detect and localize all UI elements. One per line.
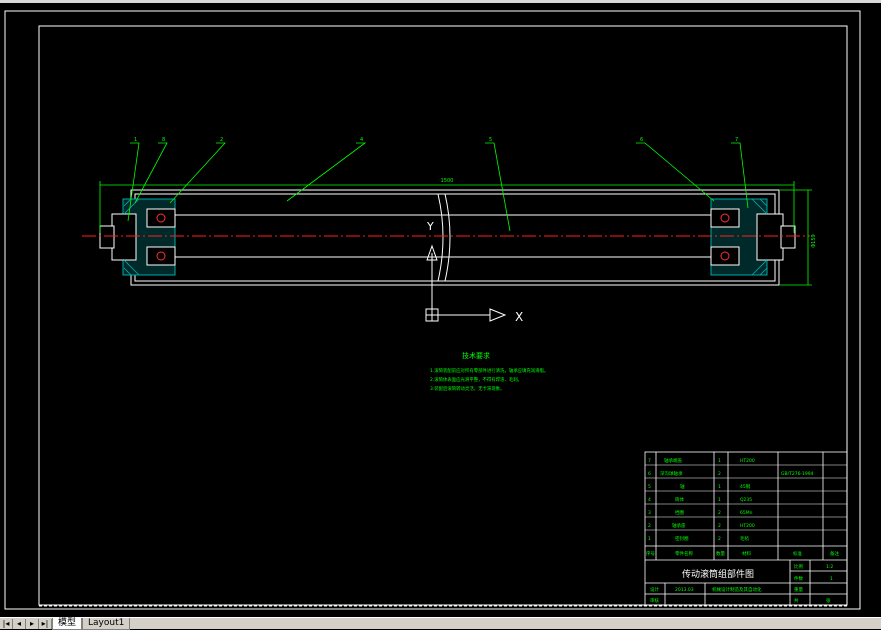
part-name: 筒体 xyxy=(675,496,684,503)
part-material: HT200 xyxy=(740,523,755,529)
part-qty: 1 xyxy=(718,484,721,490)
tab-layout1[interactable]: Layout1 xyxy=(82,617,131,630)
last-tab-button[interactable]: ▸| xyxy=(39,618,52,629)
part-material: 45钢 xyxy=(740,483,751,490)
part-name: 轴承端盖 xyxy=(664,457,682,464)
count-label: 件数 xyxy=(794,575,803,582)
notes-title: 技术要求 xyxy=(462,351,490,360)
header-note: 备注 xyxy=(830,550,839,557)
scale-value: 1:2 xyxy=(826,564,833,570)
prev-tab-button[interactable]: ◂ xyxy=(13,618,26,629)
part-no: 4 xyxy=(648,497,651,503)
part-name: 轴承座 xyxy=(672,522,686,529)
part-material: Q235 xyxy=(740,497,752,503)
header-std: 标准 xyxy=(793,550,802,557)
count-value: 1 xyxy=(830,576,833,582)
balloon-2: 2 xyxy=(220,137,223,143)
next-tab-button[interactable]: ▸ xyxy=(26,618,39,629)
weight-label: 重量 xyxy=(794,586,803,593)
drawing-canvas[interactable]: 1500 Φ159 1 8 2 4 5 6 7 Y X 技术要求 1.滚筒装配前… xyxy=(0,3,881,617)
check-label: 审核 xyxy=(650,597,659,604)
length-dimension-text: 1500 xyxy=(441,178,454,184)
part-qty: 1 xyxy=(718,458,721,464)
balloon-8: 8 xyxy=(162,137,165,143)
header-qty: 数量 xyxy=(716,550,725,557)
roller-assembly xyxy=(99,189,796,286)
window-top-strip xyxy=(0,0,881,3)
sheet-label: 共 xyxy=(794,597,799,604)
header-name: 零件名称 xyxy=(675,550,693,557)
leader-lines xyxy=(127,142,749,232)
balloon-4: 4 xyxy=(360,137,363,143)
balloon-5: 5 xyxy=(489,137,492,143)
part-qty: 1 xyxy=(718,497,721,503)
ucs-icon xyxy=(425,244,507,322)
sheet-value: 张 xyxy=(826,597,831,604)
part-qty: 2 xyxy=(718,471,721,477)
paper-border xyxy=(4,10,861,610)
part-qty: 2 xyxy=(718,510,721,516)
part-qty: 2 xyxy=(718,523,721,529)
balloon-7: 7 xyxy=(735,137,738,143)
note-1: 1.滚筒装配前应对所有零部件进行清洗，轴承应填充润滑脂。 xyxy=(430,367,548,374)
part-name: 深沟球轴承 xyxy=(660,470,683,477)
balloon-6: 6 xyxy=(640,137,643,143)
part-material: 毛毡 xyxy=(740,535,749,542)
layout-tab-bar: |◂ ◂ ▸ ▸| 模型 Layout1 xyxy=(0,617,881,630)
diameter-dimension-text: Φ159 xyxy=(811,234,817,247)
length-dimension xyxy=(99,181,795,233)
title-block-fields: 比例 1:2 件数 1 重量 共 张 设计 2013.03 机械设计制造及其自动… xyxy=(650,563,833,604)
part-material: 65Mn xyxy=(740,510,753,516)
header-material: 材料 xyxy=(742,550,751,557)
part-std: GB/T276-1994 xyxy=(781,471,814,477)
part-name: 轴 xyxy=(680,483,685,490)
tab-model[interactable]: 模型 xyxy=(52,617,83,630)
drawing-frame xyxy=(38,25,848,606)
note-2: 2.滚筒体表面应光滑平整，不得有焊渣、毛刺。 xyxy=(430,376,522,383)
balloon-1: 1 xyxy=(134,137,137,143)
part-no: 1 xyxy=(648,536,651,542)
first-tab-button[interactable]: |◂ xyxy=(0,618,13,629)
part-no: 2 xyxy=(648,523,651,529)
school-name: 机械设计制造及其自动化 xyxy=(712,586,762,593)
title-block xyxy=(644,451,848,606)
part-name: 密封圈 xyxy=(675,535,689,542)
part-qty: 2 xyxy=(718,536,721,542)
design-label: 设计 xyxy=(650,586,659,593)
parts-list-text: 7 轴承端盖 1 HT200 6 深沟球轴承 2 GB/T276-1994 5 … xyxy=(646,457,839,557)
diameter-dimension xyxy=(780,189,812,286)
ucs-y-label: Y xyxy=(426,220,434,233)
part-name: 挡圈 xyxy=(675,509,684,516)
part-no: 3 xyxy=(648,510,651,516)
part-no: 6 xyxy=(648,471,651,477)
header-no: 序号 xyxy=(646,550,655,557)
ucs-x-label: X xyxy=(515,310,523,324)
part-no: 5 xyxy=(648,484,651,490)
design-date: 2013.03 xyxy=(675,587,694,593)
balloon-labels: 1 8 2 4 5 6 7 xyxy=(134,137,738,143)
parts-list-rows xyxy=(645,464,847,531)
part-no: 7 xyxy=(648,458,651,464)
part-material: HT200 xyxy=(740,458,755,464)
scale-label: 比例 xyxy=(794,563,803,570)
note-3: 3.装配后滚筒转动灵活，无卡滞现象。 xyxy=(430,385,504,392)
drawing-title: 传动滚筒组部件图 xyxy=(682,568,754,580)
